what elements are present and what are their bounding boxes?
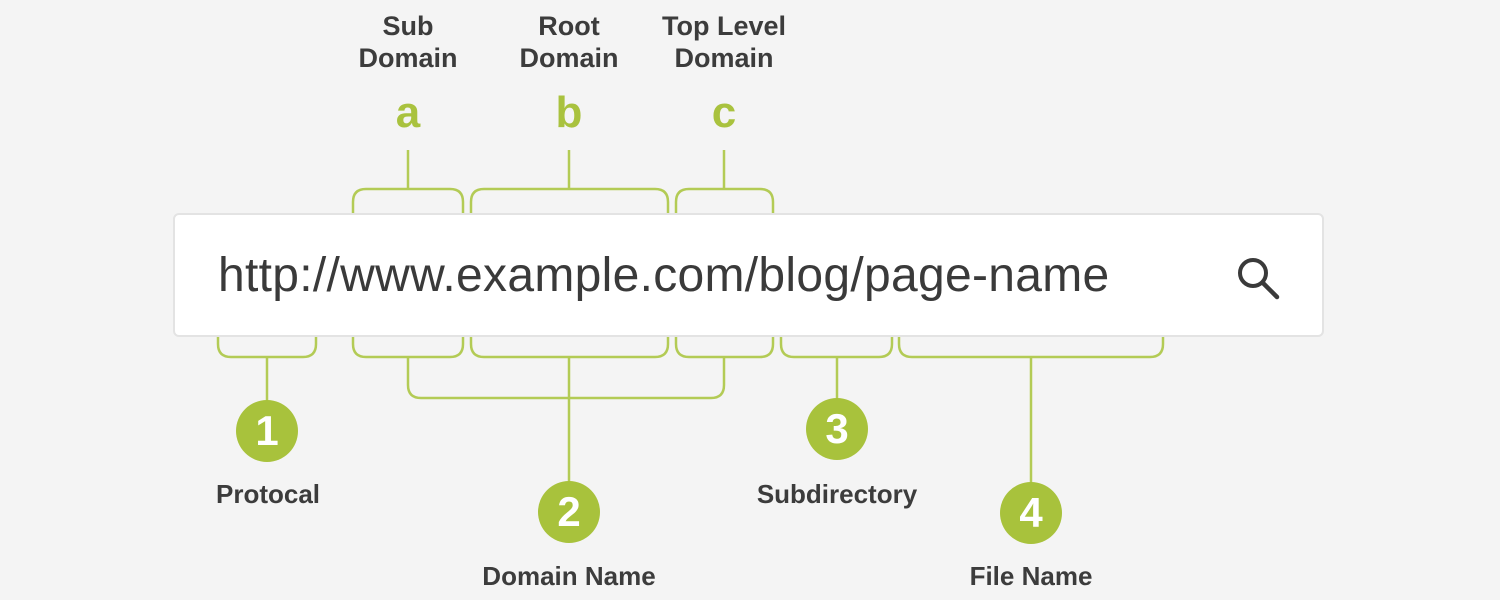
label-root-domain-line1: Root <box>538 11 600 41</box>
letter-b: b <box>555 88 583 137</box>
circle-1: 1 <box>236 400 298 462</box>
letter-c: c <box>711 88 737 137</box>
label-subdirectory: Subdirectory <box>756 479 918 509</box>
label-tld-line1: Top Level <box>661 11 787 41</box>
label-sub-domain-line1: Sub <box>382 11 434 41</box>
label-file-name: File Name <box>969 561 1093 591</box>
letter-a: a <box>395 88 421 137</box>
label-protocol: Protocal <box>215 479 321 509</box>
label-tld-line2: Domain <box>674 43 774 73</box>
label-sub-domain: Sub Domain <box>308 10 508 74</box>
search-icon[interactable] <box>1234 254 1282 302</box>
label-sub-domain-line2: Domain <box>358 43 458 73</box>
url-bar[interactable] <box>173 213 1324 337</box>
circle-3: 3 <box>806 398 868 460</box>
label-root-domain-line2: Domain <box>519 43 619 73</box>
label-domain-name: Domain Name <box>482 561 656 591</box>
bracket-domain-name-group <box>406 357 726 400</box>
url-text[interactable]: http://www.example.com/blog/page-name <box>218 249 1110 302</box>
label-root-domain: Root Domain <box>469 10 669 74</box>
label-top-level-domain: Top Level Domain <box>624 10 824 74</box>
circle-4: 4 <box>1000 482 1062 544</box>
circle-2: 2 <box>538 481 600 543</box>
